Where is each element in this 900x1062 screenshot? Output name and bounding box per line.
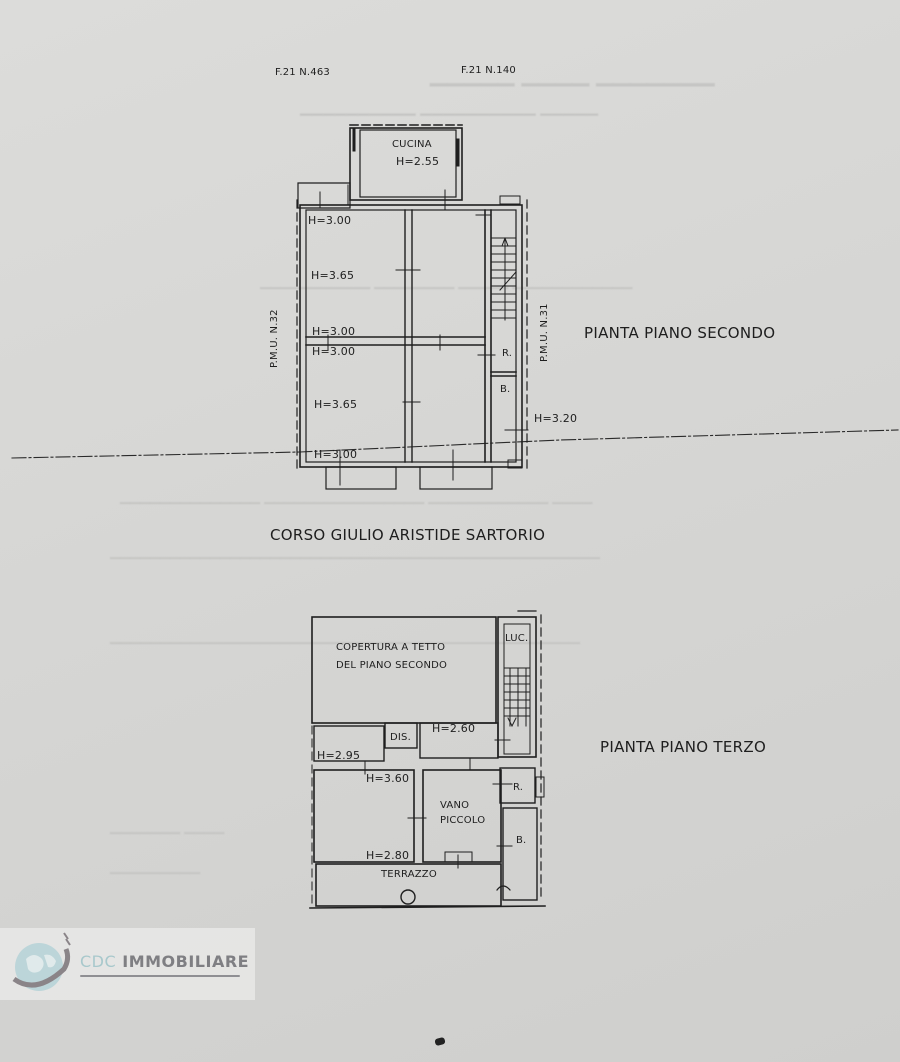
room1-height-bottom: H=3.00 [312, 325, 356, 338]
globe-icon [12, 932, 71, 991]
room2-height-bottom: H=3.00 [314, 448, 358, 461]
parcel-label-right: F.21 N.140 [461, 65, 516, 76]
skylight-label: LUC. [505, 633, 529, 644]
bleed-through-text: ▁▁▁▁▁ ▁▁▁▁ ▁▁▁▁▁▁▁ [430, 62, 715, 87]
small-room-label-line2: PICCOLO [440, 815, 486, 826]
agency-name: CDC IMMOBILIARE [80, 952, 249, 977]
street-name: CORSO GIULIO ARISTIDE SARTORIO [270, 526, 546, 544]
bleed-through-text: ▁▁▁▁▁▁▁ ▁▁▁▁ [110, 820, 225, 835]
roof-label-line1: COPERTURA A TETTO [336, 642, 446, 653]
neighbor-left-label: P.M.U. N.32 [269, 309, 280, 368]
closet-label-third: R. [513, 782, 524, 793]
neighbor-right-label: P.M.U. N.31 [539, 303, 550, 362]
brand-part2: IMMOBILIARE [122, 951, 250, 971]
kitchen-height: H=2.55 [396, 155, 440, 168]
bath-label: B. [500, 384, 511, 395]
room2-height-top: H=3.00 [312, 345, 356, 358]
room2-height-mid: H=3.65 [314, 398, 358, 411]
bleed-through-text: ▁▁▁▁▁▁▁▁▁▁▁▁▁▁ ▁▁▁▁▁▁▁▁▁▁▁▁▁▁▁▁ ▁▁▁▁▁▁▁▁… [120, 490, 593, 505]
room1-height-top: H=3.00 [308, 214, 352, 227]
small-room-label-line1: VANO [440, 800, 470, 811]
bath-label-third: B. [516, 835, 527, 846]
agency-watermark-logo: CDC IMMOBILIARE [0, 928, 255, 1000]
hall-label: DIS. [390, 732, 411, 743]
stair-height: H=3.20 [534, 412, 578, 425]
bleed-through-text: ▁▁▁▁▁▁▁▁▁▁▁▁▁▁▁▁▁▁▁▁▁▁▁▁▁▁▁▁▁▁▁▁▁▁▁▁▁▁▁▁… [110, 630, 580, 645]
second-floor-title: PIANTA PIANO SECONDO [584, 324, 776, 342]
room1-height-mid: H=3.65 [311, 269, 355, 282]
room-c-height-top: H=3.60 [366, 772, 410, 785]
closet-label: R. [502, 348, 513, 359]
room-a-height: H=2.60 [432, 722, 476, 735]
room-b-height: H=2.95 [317, 749, 361, 762]
brand-part1: CDC [80, 951, 117, 971]
logo-swoosh [80, 974, 240, 977]
bleed-through-text: ▁▁▁▁▁▁▁▁▁▁ ▁▁▁▁▁▁▁▁▁▁ ▁▁▁▁▁ [300, 98, 598, 116]
bleed-through-text: ▁▁▁▁▁▁▁▁▁▁▁ ▁▁▁▁▁▁▁▁ ▁▁▁▁▁ ▁▁▁▁▁▁▁▁▁▁▁▁ [260, 275, 633, 290]
bleed-through-text: ▁▁▁▁▁▁▁▁▁ [110, 860, 200, 875]
room-c-height-bottom: H=2.80 [366, 849, 410, 862]
bleed-through-text: ▁▁▁▁▁▁▁▁▁▁▁▁▁▁▁▁▁▁▁▁▁▁▁▁▁▁▁▁▁▁▁▁▁▁▁▁▁▁▁▁… [110, 545, 600, 560]
kitchen-label: CUCINA [392, 139, 432, 150]
parcel-label-left: F.21 N.463 [275, 67, 330, 78]
third-floor-title: PIANTA PIANO TERZO [600, 738, 767, 756]
roof-label-line2: DEL PIANO SECONDO [336, 660, 448, 671]
terrace-label: TERRAZZO [381, 869, 437, 880]
